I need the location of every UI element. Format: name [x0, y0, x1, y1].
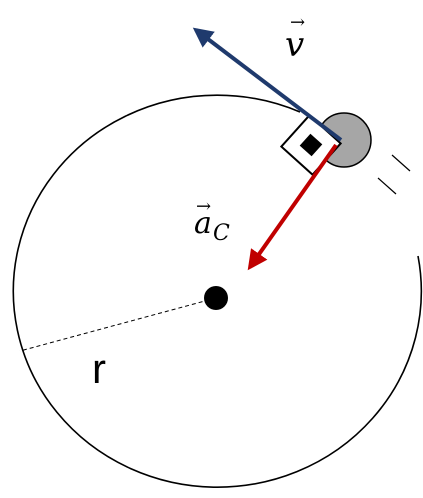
radius-dashed-line	[19, 297, 217, 352]
velocity-label: → v	[285, 12, 305, 65]
motion-line-2	[377, 177, 397, 195]
velocity-vector-arrow: →	[290, 12, 305, 33]
velocity-arrow	[192, 27, 343, 142]
center-dot	[204, 286, 228, 310]
acceleration-arrow	[247, 143, 338, 271]
acceleration-subscript: C	[213, 221, 230, 246]
radius-label: r	[92, 345, 106, 392]
acceleration-vector-arrow: →	[196, 196, 211, 217]
block-inner-square	[299, 133, 323, 157]
motion-line-1	[391, 154, 411, 172]
velocity-symbol: v	[285, 25, 304, 65]
circular-path	[12, 94, 423, 488]
acceleration-symbol: a	[194, 206, 212, 241]
acceleration-label: → a C	[194, 196, 230, 246]
